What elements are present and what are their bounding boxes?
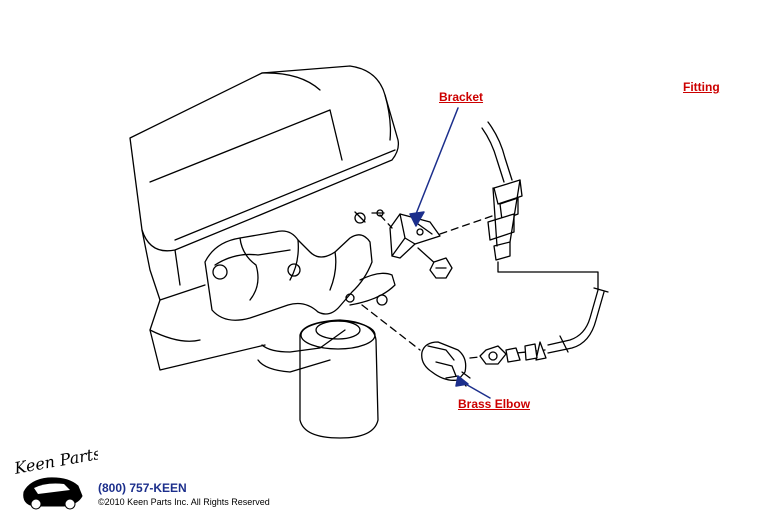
bracket-part — [389, 213, 441, 259]
exhaust-pipe — [299, 319, 379, 439]
callout-arrows — [409, 107, 491, 399]
copyright-text: ©2010 Keen Parts Inc. All Rights Reserve… — [98, 497, 270, 507]
lower-tube — [524, 287, 609, 361]
line-nuts — [479, 345, 521, 365]
fitting-label-link[interactable]: Fitting — [683, 80, 720, 94]
keen-parts-logo: Keen Parts — [12, 446, 98, 510]
exhaust-manifold — [204, 211, 396, 373]
bracket-bolt — [417, 247, 453, 279]
manifold-bolt — [371, 209, 385, 217]
routing-line — [497, 261, 599, 291]
svg-text:Keen Parts: Keen Parts — [12, 446, 98, 478]
engine-block — [141, 229, 266, 371]
phone-number: (800) 757-KEEN — [98, 481, 187, 495]
valve-cover — [129, 65, 400, 252]
brass-elbow-label-link[interactable]: Brass Elbow — [458, 397, 531, 411]
bracket-label-link[interactable]: Bracket — [439, 90, 484, 104]
fitting-assembly — [481, 121, 523, 261]
assembly-lines — [361, 214, 546, 359]
